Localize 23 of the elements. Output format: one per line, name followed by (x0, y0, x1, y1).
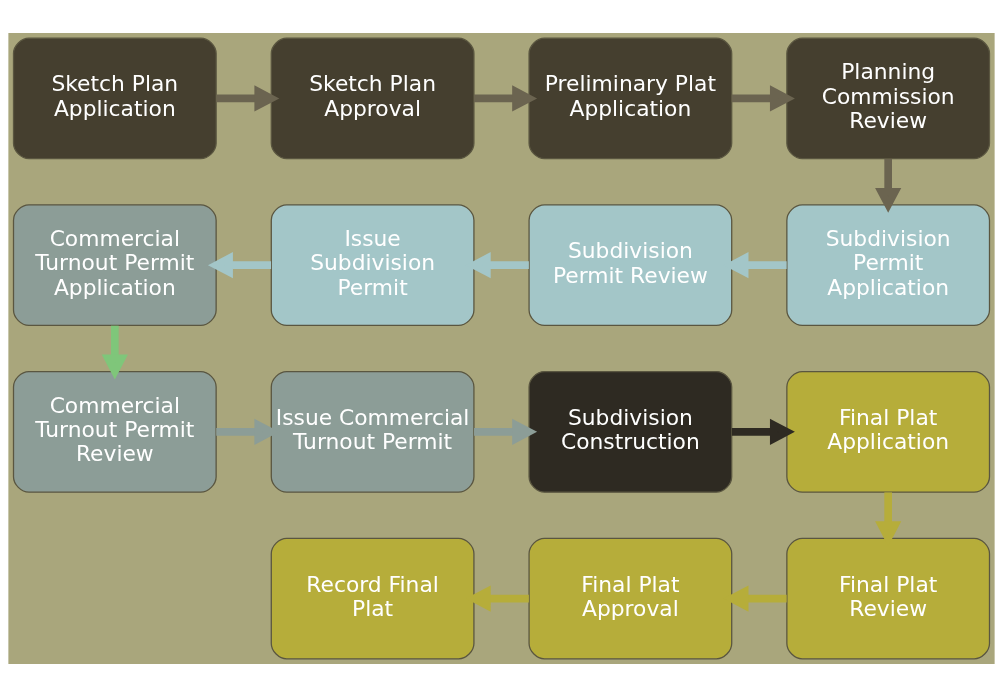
node-box: Record Final Plat (270, 537, 475, 660)
node-box: Planning Commission Review (786, 37, 991, 160)
node-box: Sketch Plan Approval (270, 37, 475, 160)
arrow (731, 418, 795, 445)
node-box: Subdivision Permit Application (786, 204, 991, 327)
arrow (207, 252, 272, 279)
node-box: Commercial Turnout Permit Application (12, 204, 217, 327)
node-box: Final Plat Application (786, 370, 991, 493)
node-box: Final Plat Review (786, 537, 991, 660)
node-box: Commercial Turnout Permit Review (12, 370, 217, 493)
node-box: Preliminary Plat Application (528, 37, 733, 160)
arrow (731, 85, 795, 112)
arrow (474, 85, 538, 112)
node-box: Subdivision Permit Review (528, 204, 733, 327)
arrow (474, 418, 538, 445)
node-box: Sketch Plan Application (12, 37, 217, 160)
node-box: Subdivision Construction (528, 370, 733, 493)
node-box: Issue Subdivision Permit (270, 204, 475, 327)
arrow (875, 158, 902, 213)
arrow (216, 85, 280, 112)
arrow (101, 325, 128, 380)
node-box: Issue Commercial Turnout Permit (270, 370, 475, 493)
node-box: Final Plat Approval (528, 537, 733, 660)
